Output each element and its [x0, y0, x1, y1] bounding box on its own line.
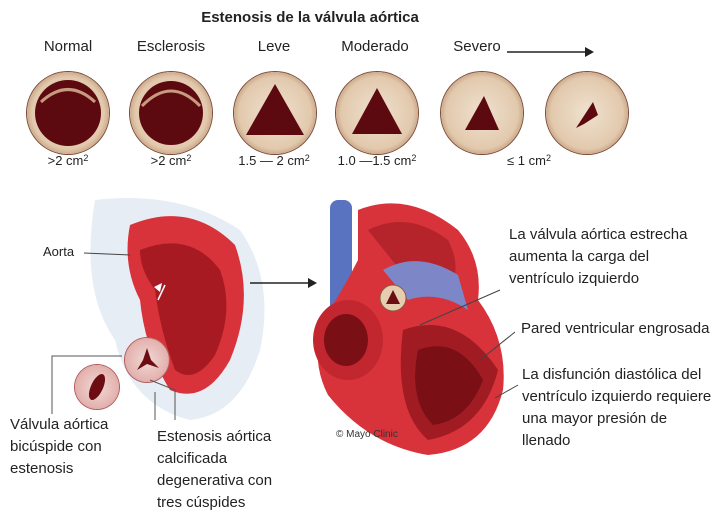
diastolic-dysfunction-label: La disfunción diastólica del ventrículo …: [522, 364, 717, 452]
copyright-notice: © Mayo Clinic: [336, 429, 398, 440]
thickened-wall-label: Pared ventricular engrosada: [521, 318, 711, 340]
narrow-valve-label: La válvula aórtica estrecha aumenta la c…: [509, 224, 709, 290]
